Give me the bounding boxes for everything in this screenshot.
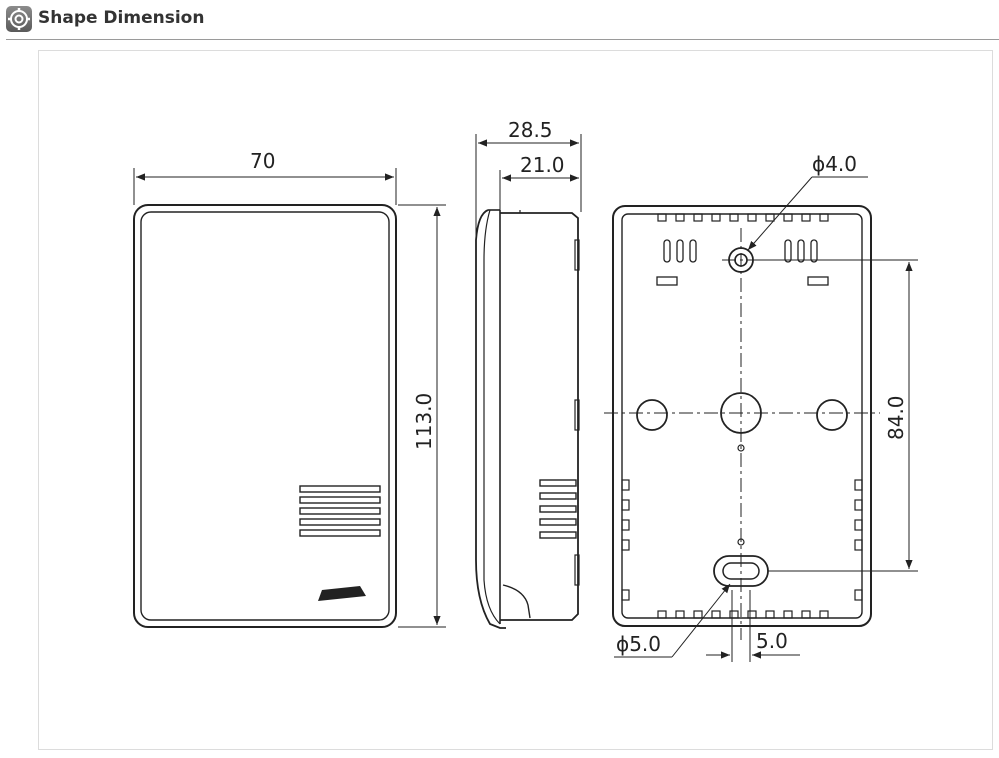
dim-side-total-depth: 28.5 bbox=[508, 118, 553, 142]
dim-side-body-depth: 21.0 bbox=[520, 153, 565, 177]
section-header: Shape Dimension bbox=[0, 0, 999, 40]
dim-slot-width: 5.0 bbox=[756, 629, 788, 653]
rear-bottom-teeth bbox=[657, 610, 829, 619]
header-divider bbox=[6, 39, 999, 40]
dim-front-width: 70 bbox=[250, 149, 275, 173]
front-view bbox=[133, 168, 446, 628]
dim-front-height: 113.0 bbox=[412, 393, 436, 450]
side-vent-grille bbox=[539, 479, 577, 539]
page-title: Shape Dimension bbox=[38, 8, 205, 28]
dim-top-hole-diameter: ϕ4.0 bbox=[812, 152, 857, 176]
rear-top-teeth bbox=[657, 213, 829, 222]
gear-badge-icon bbox=[6, 6, 32, 32]
front-vent-grille bbox=[299, 485, 381, 537]
dim-hole-spacing: 84.0 bbox=[884, 395, 908, 440]
dim-slot-diameter: ϕ5.0 bbox=[616, 632, 661, 656]
brand-logo bbox=[318, 586, 366, 601]
drawing-panel bbox=[38, 50, 993, 750]
rear-view bbox=[604, 176, 918, 662]
side-view bbox=[475, 134, 582, 629]
